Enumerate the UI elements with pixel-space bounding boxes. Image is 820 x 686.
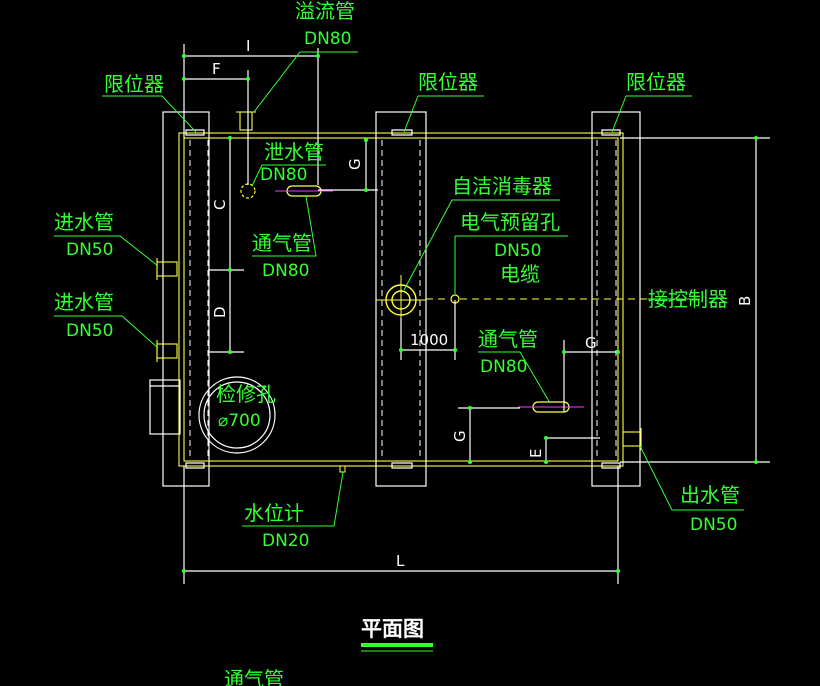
dim-I: I (246, 37, 250, 55)
controller-label: 接控制器 (648, 287, 728, 311)
dim-E: E (527, 449, 545, 458)
limiter-brackets (185, 129, 621, 469)
elec-hole-dn: DN50 (494, 241, 541, 261)
inlet-pipe-label-1: 进水管 (54, 210, 114, 234)
dim-F: F (212, 60, 221, 78)
cable-label: 电缆 (500, 262, 540, 286)
outlet-pipe-dn: DN50 (690, 515, 737, 535)
manhole-diameter: ⌀700 (218, 411, 261, 431)
self-clean-label: 自洁消毒器 (452, 174, 552, 198)
drain-pipe-mark (240, 183, 256, 199)
vent-pipe-label-2: 通气管 (478, 327, 538, 351)
support-beam-left (162, 111, 210, 487)
dim-G-right: G (585, 334, 597, 352)
dim-G-bottom: G (451, 430, 469, 442)
bottom-vent-label: 通气管 (224, 667, 284, 686)
limiter-label-3: 限位器 (626, 70, 686, 94)
manhole-label: 检修孔 (216, 382, 276, 406)
inlet-pipe-stubs (156, 258, 178, 362)
outlet-pipe-stub (622, 428, 642, 450)
dimension-ticks (182, 54, 758, 573)
limiter-label-1: 限位器 (104, 72, 164, 96)
drawing-title: 平面图 (361, 617, 424, 641)
inlet-pipe-dn-1: DN50 (66, 240, 113, 260)
dim-L: L (396, 552, 405, 570)
dim-D: D (211, 306, 229, 318)
level-gauge-mark (339, 465, 346, 473)
outlet-pipe-label: 出水管 (680, 483, 740, 507)
self-clean-disinfector (376, 275, 426, 325)
level-gauge-dn: DN20 (262, 531, 309, 551)
drain-pipe-label: 泄水管 (264, 140, 324, 164)
dim-G-top: G (346, 158, 364, 170)
leader-lines (54, 51, 744, 527)
manhole-outer (198, 376, 276, 454)
vent-pipe-label-1: 通气管 (252, 231, 312, 255)
inlet-pipe-label-2: 进水管 (54, 290, 114, 314)
overflow-pipe-dn: DN80 (304, 29, 351, 49)
dim-B: B (736, 296, 754, 306)
title-underline-thick (361, 643, 433, 647)
limiter-label-2: 限位器 (418, 70, 478, 94)
vent-pipe-dn-1: DN80 (262, 261, 309, 281)
dim-1000: 1000 (410, 331, 448, 349)
elec-hole-label: 电气预留孔 (460, 210, 560, 234)
overflow-pipe-stub (239, 111, 253, 131)
vent-pipe-dn-2: DN80 (480, 357, 527, 377)
level-gauge-label: 水位计 (244, 501, 304, 525)
access-box (149, 379, 181, 435)
overflow-pipe-label: 溢流管 (295, 0, 355, 23)
drain-pipe-dn: DN80 (260, 165, 307, 185)
dimension-lines (183, 44, 770, 584)
manhole-inner (203, 381, 271, 449)
inlet-pipe-dn-2: DN50 (66, 321, 113, 341)
dim-C: C (211, 200, 229, 210)
